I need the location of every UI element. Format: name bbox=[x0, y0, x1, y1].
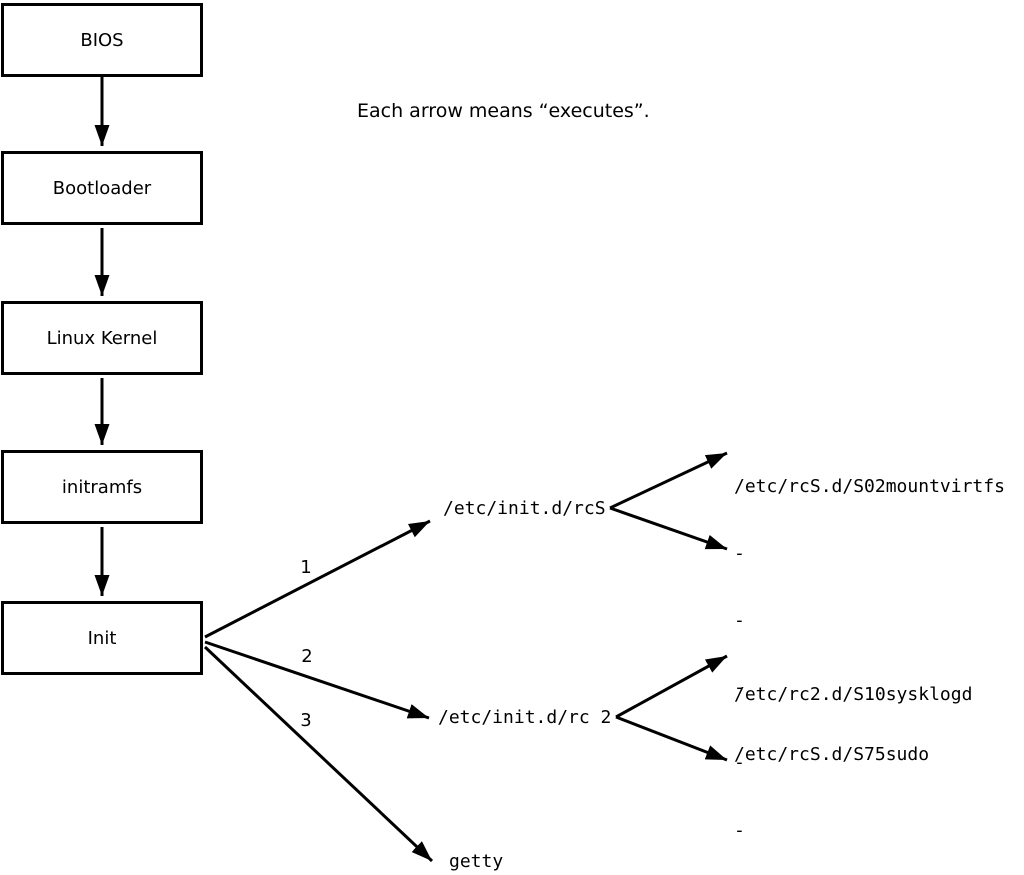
arrow-legend-text: Each arrow means “executes”. bbox=[357, 100, 650, 122]
branch-label-1: 1 bbox=[300, 557, 312, 578]
ellipsis-dash: - bbox=[734, 543, 745, 564]
arrow-init-to-rc2 bbox=[204, 640, 430, 720]
node-init: Init bbox=[1, 601, 203, 675]
node-initramfs-label: initramfs bbox=[61, 476, 143, 498]
node-initramfs: initramfs bbox=[1, 450, 203, 524]
arrow-rc2-to-last-script bbox=[615, 715, 728, 762]
rc2-script-list: /etc/rc2.d/S10sysklogd - - - /etc/rc2.d/… bbox=[734, 640, 972, 875]
rcs-script-last: /etc/rcS.d/S75sudo bbox=[734, 744, 930, 765]
arrow-init-to-rcs bbox=[204, 519, 431, 639]
node-linux-kernel: Linux Kernel bbox=[1, 301, 203, 375]
node-bootloader: Bootloader bbox=[1, 151, 203, 225]
branch-label-3: 3 bbox=[300, 710, 312, 731]
node-bios-label: BIOS bbox=[80, 29, 124, 51]
arrow-init-to-getty bbox=[203, 645, 434, 863]
branch-label-2: 2 bbox=[301, 646, 313, 667]
target-getty: getty bbox=[449, 851, 504, 872]
rcs-script-first: /etc/rcS.d/S02mountvirtfs bbox=[734, 476, 1005, 497]
arrow-rcs-to-first-script bbox=[609, 451, 728, 510]
rcs-script-list: /etc/rcS.d/S02mountvirtfs - - - /etc/rcS… bbox=[734, 432, 1005, 809]
node-linux-kernel-label: Linux Kernel bbox=[46, 327, 158, 349]
ellipsis-dash: - bbox=[734, 610, 745, 631]
arrow-rcs-to-last-script bbox=[609, 506, 728, 551]
arrow-rc2-to-first-script bbox=[615, 654, 728, 719]
node-init-label: Init bbox=[87, 627, 117, 649]
ellipsis-dash: - bbox=[734, 677, 745, 698]
ellipsis-dash: - bbox=[734, 820, 745, 841]
node-bios: BIOS bbox=[1, 3, 203, 77]
target-rc2-path: /etc/init.d/rc 2 bbox=[438, 707, 612, 728]
target-rcs-path: /etc/init.d/rcS bbox=[443, 498, 606, 519]
ellipsis-dash: - bbox=[734, 752, 745, 773]
node-bootloader-label: Bootloader bbox=[52, 177, 152, 199]
rc2-script-first: /etc/rc2.d/S10sysklogd bbox=[734, 684, 973, 705]
